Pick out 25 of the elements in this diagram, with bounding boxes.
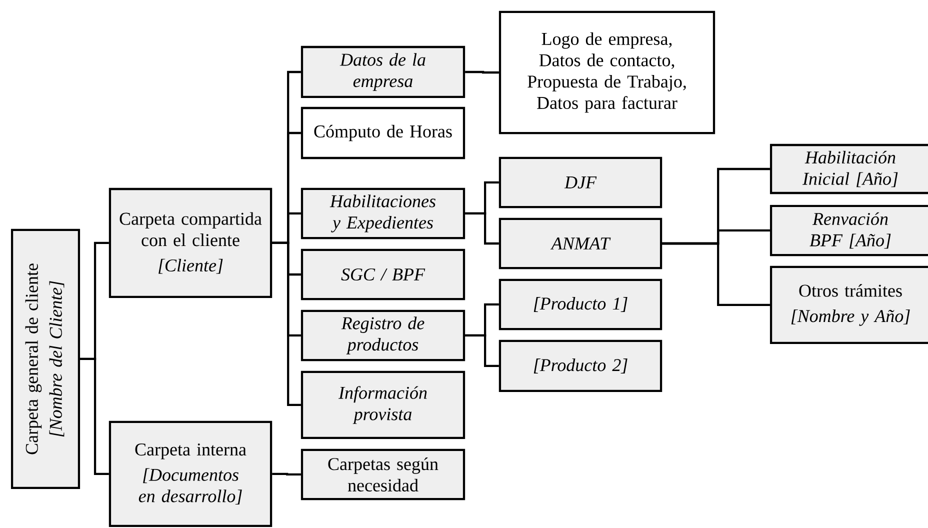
- content-box: Logo de empresa, Datos de contacto, Propuesta de Trabajo, Datos para facturar: [498, 10, 716, 134]
- connector-line: [465, 70, 499, 74]
- folder-box: Habilitación Inicial [Año]: [770, 144, 928, 194]
- folder-box: Habilitaciones y Expedientes: [300, 188, 466, 240]
- folder-box: Información provista: [300, 370, 466, 440]
- folder-box: Renvación BPF [Año]: [770, 204, 928, 256]
- folder-box: Otros trámites [Nombre y Año]: [770, 266, 928, 344]
- folder-box: Carpetas según necesidad: [300, 448, 466, 500]
- folder-box: Carpeta interna [Documentos en desarrollo]: [108, 420, 272, 528]
- connector-line: [662, 242, 770, 306]
- folder-box: Registro de productos: [300, 310, 466, 362]
- folder-box: Carpeta general de cliente [Nombre del Cliente]: [10, 228, 80, 490]
- folder-box: [Producto 2]: [498, 340, 662, 392]
- folder-box: ANMAT: [498, 218, 662, 270]
- connector-line: [272, 472, 301, 476]
- connector-line: [465, 212, 499, 245]
- connector-line: [272, 242, 301, 406]
- folder-box: Carpeta compartida con el cliente [Cliente]: [108, 188, 272, 298]
- file-box: Cómputo de Horas: [300, 106, 466, 160]
- folder-box: [Producto 1]: [498, 278, 662, 330]
- folder-box: DJF: [498, 156, 662, 208]
- connector-line: [465, 334, 499, 368]
- connector-line: [80, 358, 109, 476]
- folder-box: SGC / BPF: [300, 248, 466, 300]
- folder-box: Datos de la empresa: [300, 46, 466, 98]
